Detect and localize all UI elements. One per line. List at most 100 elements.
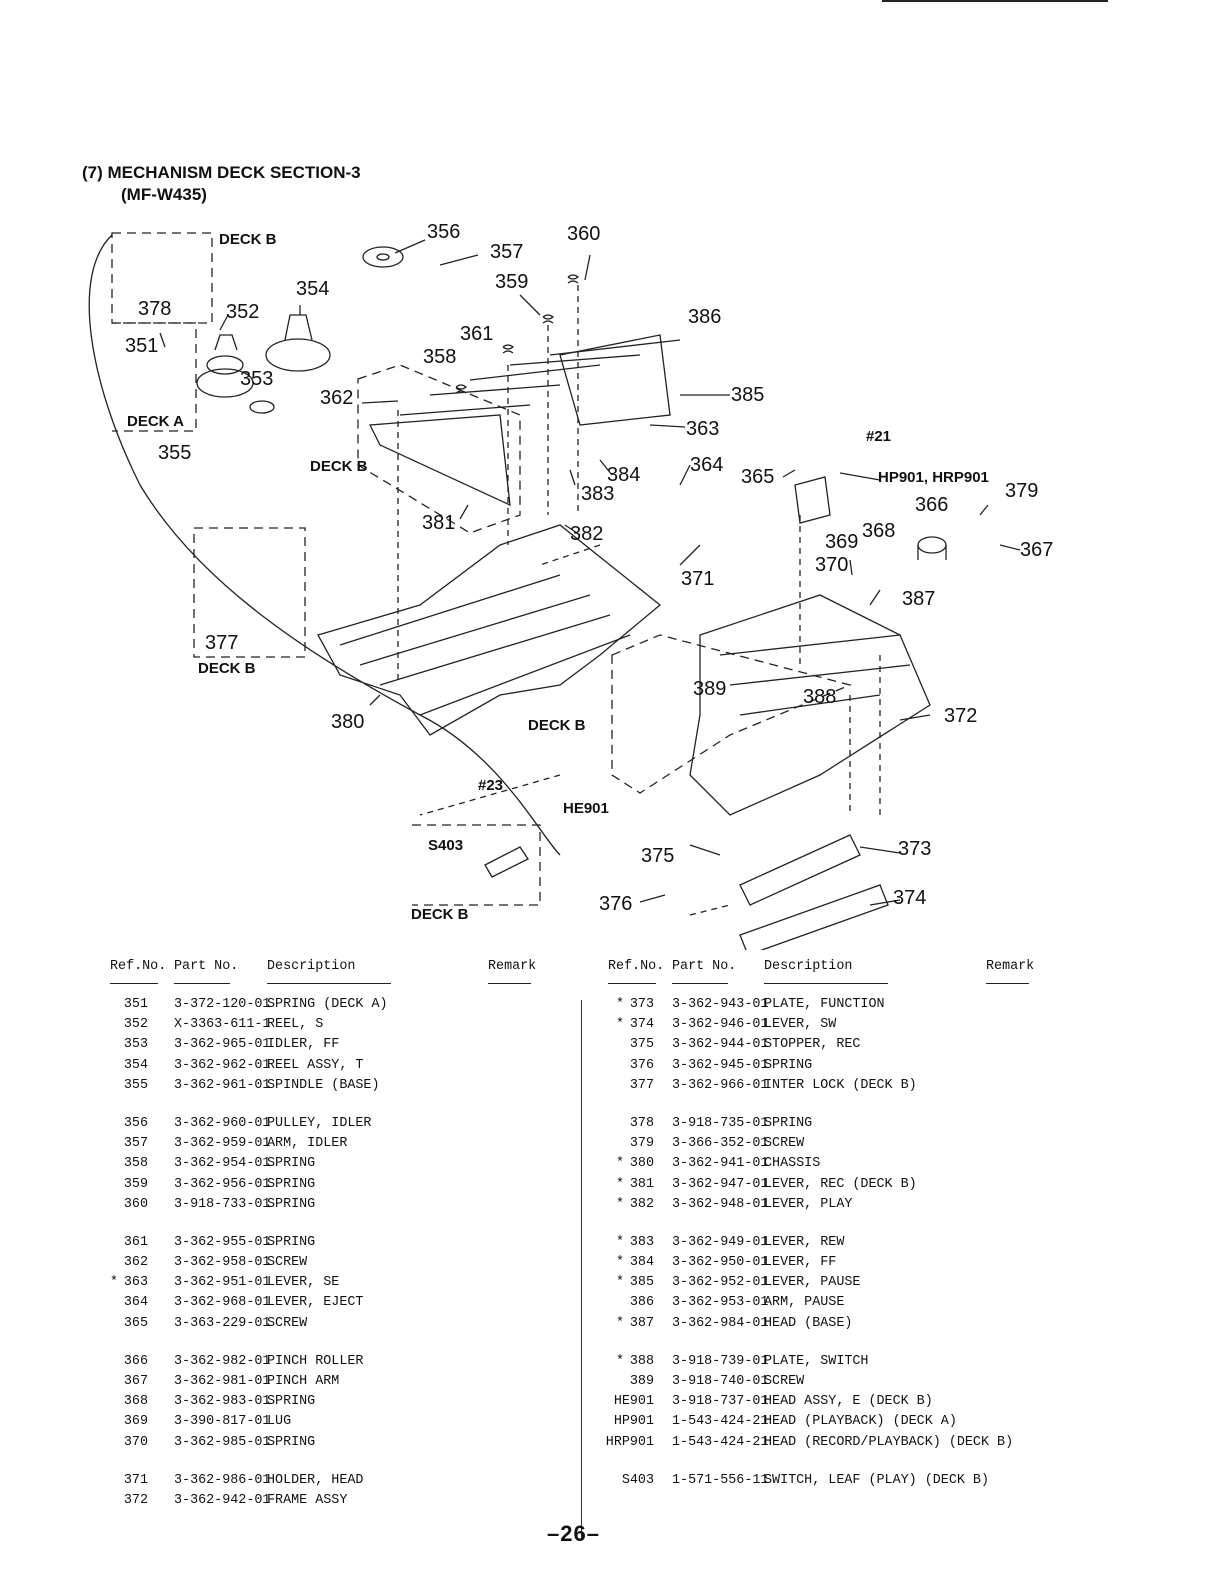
callout-379: 379: [1005, 480, 1038, 502]
callout-357: 357: [490, 241, 523, 263]
ref-number: 352: [123, 1017, 148, 1033]
parts-list-right: Ref.No. Part No. Description Remark *373…: [606, 955, 1038, 1493]
part-description: SCREW: [267, 1255, 308, 1271]
part-description: SCREW: [764, 1374, 805, 1389]
part-mark: *: [616, 1353, 625, 1369]
frame-outline: [689, 594, 931, 816]
part-description: PINCH ROLLER: [267, 1353, 364, 1369]
part-description: HEAD (PLAYBACK) (DECK A): [764, 1414, 957, 1430]
deck-b-label-1: DECK B: [219, 231, 277, 248]
ref-number: 385: [629, 1275, 654, 1291]
s403-label: S403: [428, 837, 463, 854]
callout-376: 376: [599, 893, 632, 915]
part-number: 3-362-983-01: [174, 1394, 271, 1410]
part-mark: *: [616, 1156, 625, 1172]
ref-number: 368: [123, 1394, 148, 1410]
ref-number: 387: [629, 1315, 654, 1331]
part-mark: *: [616, 1315, 625, 1331]
part-description: SPRING: [267, 1434, 316, 1450]
deck-box-top-left: [111, 232, 853, 906]
callout-367: 367: [1020, 539, 1053, 561]
part-description: LEVER, EJECT: [267, 1295, 364, 1311]
callout-351: 351: [125, 335, 158, 357]
part-number: X-3363-611-1: [174, 1017, 271, 1033]
reel-s-shape: [196, 368, 254, 398]
deck-b-label-4: DECK B: [528, 717, 586, 734]
part-mark: *: [616, 1196, 625, 1212]
deck-b-label-5: DECK B: [411, 906, 469, 923]
callout-355: 355: [158, 442, 191, 464]
ref-number: 362: [123, 1255, 148, 1271]
ref-number: 364: [123, 1295, 148, 1311]
callout-380: 380: [331, 711, 364, 733]
part-mark: *: [616, 1255, 625, 1271]
callout-363: 363: [686, 418, 719, 440]
ref-number: 356: [123, 1115, 148, 1131]
reel-t-shape: [265, 338, 331, 372]
callout-361: 361: [460, 323, 493, 345]
part-number: 3-362-968-01: [174, 1295, 271, 1311]
sw-lever-shape: [739, 884, 889, 950]
ref-number: 372: [123, 1492, 148, 1508]
header-ref: Ref.No.: [608, 959, 665, 974]
part-mark: *: [616, 1017, 625, 1033]
callout-354: 354: [296, 278, 329, 300]
screw-23-label: #23: [478, 777, 503, 794]
part-number: 3-363-229-01: [174, 1315, 271, 1331]
ref-number: 367: [123, 1374, 148, 1389]
callout-366: 366: [915, 494, 948, 516]
part-number: 3-362-944-01: [672, 1037, 769, 1053]
ref-number: 388: [629, 1353, 654, 1369]
part-description: LEVER, REW: [764, 1234, 845, 1250]
part-description: SCREW: [764, 1136, 805, 1152]
deck-b-label-3: DECK B: [198, 660, 256, 677]
ref-number: 370: [123, 1434, 148, 1450]
subtitle-text: (MF-W435): [121, 185, 207, 204]
ref-number: 378: [629, 1115, 654, 1131]
part-description: SPRING: [764, 1057, 813, 1073]
part-description: IDLER, FF: [267, 1037, 340, 1053]
callout-387: 387: [902, 588, 935, 610]
part-number: 3-918-733-01: [174, 1196, 271, 1212]
deck-b-label-2: DECK B: [310, 458, 368, 475]
callout-389: 389: [693, 678, 726, 700]
callout-369: 369: [825, 531, 858, 553]
deck-a-label: DECK A: [127, 413, 184, 430]
part-number: 3-362-966-01: [672, 1077, 769, 1093]
part-number: 3-362-950-01: [672, 1255, 769, 1271]
part-description: CHASSIS: [764, 1156, 821, 1172]
callout-372: 372: [944, 705, 977, 727]
section-title: (7) MECHANISM DECK SECTION-3 (MF-W435): [82, 162, 361, 206]
callout-375: 375: [641, 845, 674, 867]
part-number: 3-362-986-01: [174, 1472, 271, 1488]
pulley-shape: [362, 246, 404, 268]
part-number: 1-543-424-21: [672, 1414, 769, 1430]
part-description: LEVER, SE: [267, 1275, 340, 1291]
callout-382: 382: [570, 523, 603, 545]
header-part: Part No.: [672, 959, 737, 974]
ref-number: 366: [123, 1353, 148, 1369]
part-description: ARM, IDLER: [267, 1136, 348, 1152]
ref-number: 357: [123, 1136, 148, 1152]
part-description: INTER LOCK (DECK B): [764, 1077, 917, 1093]
header-desc: Description: [764, 959, 853, 974]
